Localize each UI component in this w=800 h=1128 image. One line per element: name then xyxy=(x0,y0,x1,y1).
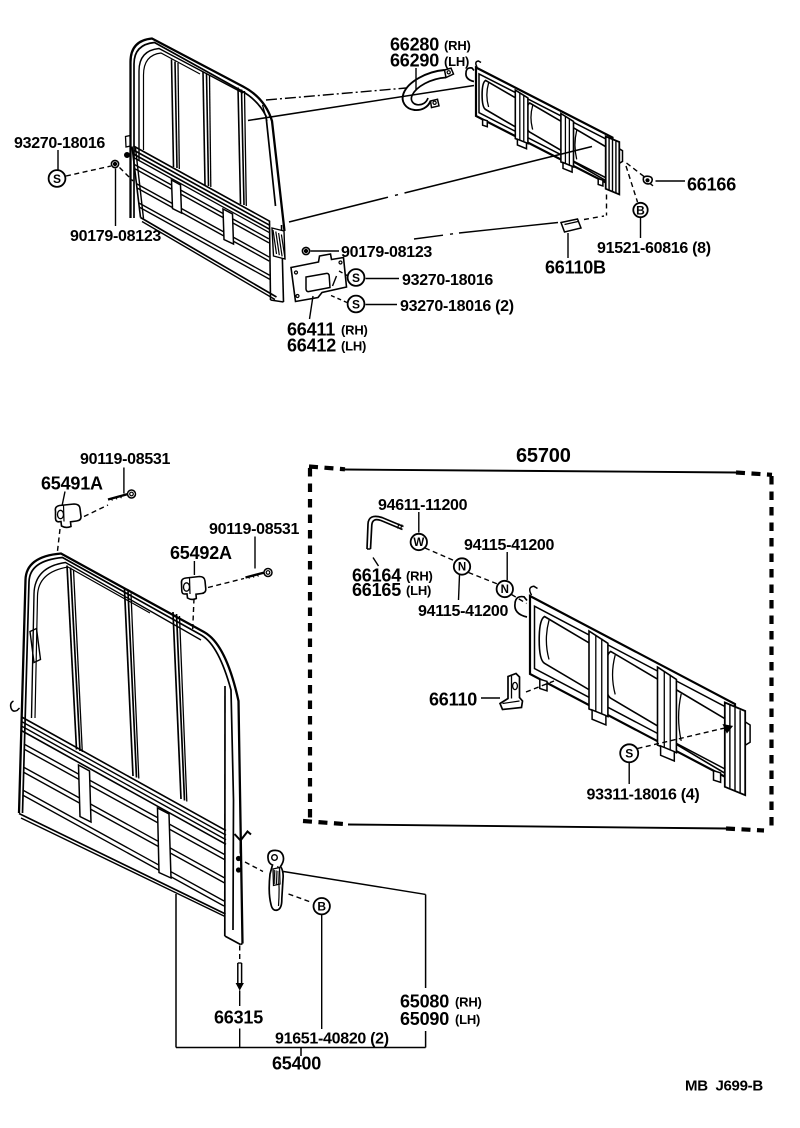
svg-text:(RH): (RH) xyxy=(341,323,368,338)
svg-text:65492A: 65492A xyxy=(170,543,232,563)
svg-text:S: S xyxy=(625,747,633,761)
svg-text:(LH): (LH) xyxy=(406,583,431,598)
svg-text:93270-18016: 93270-18016 xyxy=(402,272,493,289)
svg-text:(LH): (LH) xyxy=(341,339,366,354)
svg-text:66315: 66315 xyxy=(214,1008,263,1028)
svg-text:66110B: 66110B xyxy=(545,258,606,278)
svg-text:66166: 66166 xyxy=(687,175,736,195)
svg-text:93270-18016: 93270-18016 xyxy=(14,135,105,152)
svg-text:94611-11200: 94611-11200 xyxy=(378,497,468,514)
svg-text:MB J699-B: MB J699-B xyxy=(685,1077,763,1094)
svg-text:S: S xyxy=(352,297,360,311)
svg-text:W: W xyxy=(413,537,424,549)
svg-text:90179-08123: 90179-08123 xyxy=(70,228,161,245)
svg-text:66412: 66412 xyxy=(287,336,336,356)
svg-text:66165: 66165 xyxy=(352,580,401,600)
svg-text:(RH): (RH) xyxy=(406,569,433,584)
svg-text:90119-08531: 90119-08531 xyxy=(80,451,171,468)
svg-text:91521-60816 (8): 91521-60816 (8) xyxy=(597,240,711,257)
svg-text:93311-18016 (4): 93311-18016 (4) xyxy=(587,786,700,803)
svg-text:65090: 65090 xyxy=(400,1009,449,1029)
svg-text:(LH): (LH) xyxy=(444,54,469,69)
svg-text:90119-08531: 90119-08531 xyxy=(209,521,300,538)
svg-text:S: S xyxy=(352,271,360,285)
svg-text:91651-40820 (2): 91651-40820 (2) xyxy=(275,1030,389,1047)
svg-text:66110: 66110 xyxy=(429,690,477,710)
svg-text:B: B xyxy=(636,203,645,217)
svg-text:B: B xyxy=(317,900,326,914)
svg-text:65400: 65400 xyxy=(272,1054,321,1074)
svg-text:S: S xyxy=(53,172,61,186)
svg-text:(RH): (RH) xyxy=(455,995,482,1010)
svg-text:90179-08123: 90179-08123 xyxy=(341,244,432,261)
svg-text:N: N xyxy=(501,584,509,596)
svg-text:94115-41200: 94115-41200 xyxy=(418,603,509,620)
svg-text:N: N xyxy=(458,562,466,574)
svg-text:65491A: 65491A xyxy=(41,474,103,494)
svg-text:66411: 66411 xyxy=(287,320,335,340)
svg-text:(LH): (LH) xyxy=(455,1012,480,1027)
svg-text:(RH): (RH) xyxy=(444,38,471,53)
svg-text:65080: 65080 xyxy=(400,992,449,1012)
svg-text:93270-18016 (2): 93270-18016 (2) xyxy=(400,298,514,315)
svg-text:66164: 66164 xyxy=(352,566,401,586)
svg-text:66280: 66280 xyxy=(390,35,439,55)
svg-text:94115-41200: 94115-41200 xyxy=(464,537,555,554)
svg-text:65700: 65700 xyxy=(516,445,571,467)
svg-text:66290: 66290 xyxy=(390,51,439,71)
